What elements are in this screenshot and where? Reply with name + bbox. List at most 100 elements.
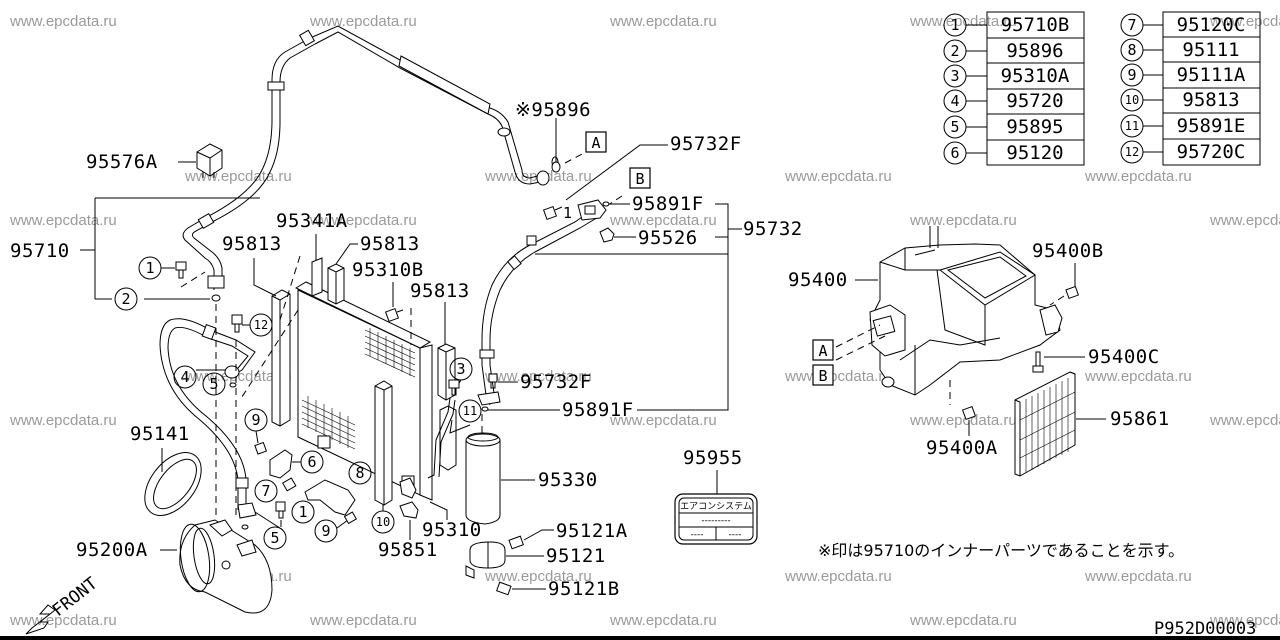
label-95341A: 95341A bbox=[276, 210, 348, 232]
cooling-unit-95400[interactable] bbox=[869, 226, 1063, 396]
legend-row[interactable]: 12 95720C bbox=[1120, 140, 1245, 164]
label-95330: 95330 bbox=[538, 469, 598, 491]
legend-row[interactable]: 1 95710B bbox=[943, 13, 1069, 37]
watermark: www.epcdata.ru bbox=[609, 612, 717, 629]
bolt-icon bbox=[343, 511, 358, 525]
legend-index: 3 bbox=[950, 67, 959, 85]
svg-text:B: B bbox=[635, 170, 644, 188]
legend-row[interactable]: 2 95896 bbox=[943, 39, 1064, 63]
legend-row[interactable]: 5 95895 bbox=[943, 115, 1064, 139]
seal-95341A[interactable] bbox=[311, 257, 323, 297]
label-95851: 95851 bbox=[378, 539, 438, 561]
callout-12[interactable]: 12 bbox=[242, 313, 273, 337]
legend-row[interactable]: 9 95111A bbox=[1120, 63, 1246, 87]
svg-text:B: B bbox=[818, 367, 827, 385]
callout-9-lower[interactable]: 9 bbox=[314, 519, 338, 543]
legend-part-number: 95310A bbox=[1001, 65, 1070, 87]
pipe-95732[interactable] bbox=[477, 199, 607, 406]
callout-7[interactable]: 7 bbox=[254, 479, 278, 503]
svg-text:9: 9 bbox=[321, 522, 330, 540]
watermark: www.epcdata.ru bbox=[909, 13, 1017, 30]
legend-part-number: 95896 bbox=[1006, 40, 1063, 62]
svg-text:7: 7 bbox=[261, 482, 270, 500]
front-arrow-icon bbox=[25, 604, 56, 635]
compressor-95200A[interactable] bbox=[176, 519, 273, 614]
o-ring-icon bbox=[481, 406, 489, 412]
legend-index: 2 bbox=[950, 42, 959, 60]
label-95310: 95310 bbox=[422, 519, 482, 541]
seal-95813-10[interactable] bbox=[374, 380, 393, 506]
callout-6[interactable]: 6 bbox=[292, 450, 324, 474]
seal-95813-top[interactable] bbox=[327, 263, 345, 305]
label-95310B: 95310B bbox=[352, 259, 424, 281]
callout-4[interactable]: 4 bbox=[173, 365, 226, 389]
legend-row[interactable]: 10 95813 bbox=[1120, 88, 1240, 112]
callout-8[interactable]: 8 bbox=[348, 461, 372, 485]
watermark: www.epcdata.ru bbox=[184, 368, 292, 385]
bracket-95851[interactable] bbox=[399, 501, 419, 519]
ac-system-label-sticker[interactable]: エアコンシステム --------- ---- ---- bbox=[674, 493, 758, 545]
discharge-hose[interactable] bbox=[159, 318, 257, 519]
callout-1[interactable]: 1 bbox=[138, 256, 175, 280]
bracket-95111[interactable] bbox=[304, 479, 356, 516]
belt-95141[interactable] bbox=[133, 442, 212, 526]
legend-index: 11 bbox=[1125, 119, 1139, 133]
bracket-95732: 95732 bbox=[535, 203, 802, 411]
callout-10[interactable]: 10 bbox=[371, 505, 395, 534]
watermark: www.epcdata.ru bbox=[609, 212, 717, 229]
bracket-95120[interactable] bbox=[269, 449, 293, 479]
label-95732F-mid: 95732F bbox=[520, 371, 592, 393]
legend-row[interactable]: 8 95111 bbox=[1120, 38, 1240, 62]
label-95891F-mid: 95891F bbox=[562, 399, 634, 421]
callout-11[interactable]: 11 bbox=[458, 399, 482, 423]
label-95955: 95955 bbox=[683, 447, 743, 469]
pressure-switch-95526[interactable] bbox=[599, 227, 615, 243]
receiver-drier-95330[interactable] bbox=[465, 432, 501, 525]
bolt-icon bbox=[542, 205, 563, 221]
svg-text:9: 9 bbox=[251, 411, 260, 429]
callout-1-lower[interactable]: 1 bbox=[291, 500, 315, 524]
ref-box-B-unit[interactable]: B bbox=[812, 364, 834, 386]
cabin-filter-95861[interactable] bbox=[1014, 371, 1076, 477]
legend-row[interactable]: 11 95891E bbox=[1120, 114, 1246, 138]
watermark: www.epcdata.ru bbox=[784, 568, 892, 585]
watermark: www.epcdata.ru bbox=[9, 412, 117, 429]
label-95121: 95121 bbox=[546, 545, 606, 567]
legend-index: 6 bbox=[950, 144, 959, 162]
legend-row[interactable]: 6 95120 bbox=[943, 141, 1064, 165]
legend-row[interactable]: 4 95720 bbox=[943, 89, 1064, 113]
legend-part-number: 95891E bbox=[1177, 115, 1246, 137]
bolt-icon bbox=[488, 373, 498, 389]
watermark: www.epcdata.ru bbox=[1084, 368, 1192, 385]
label-95813-right: 95813 bbox=[410, 280, 470, 302]
bracket-95310[interactable] bbox=[399, 477, 417, 499]
watermark: www.epcdata.ru bbox=[909, 612, 1017, 629]
legend-index: 8 bbox=[1127, 41, 1136, 59]
label-95121A: 95121A bbox=[556, 520, 628, 542]
watermark: www.epcdata.ru bbox=[309, 13, 417, 30]
callout-5-lower[interactable]: 5 bbox=[263, 526, 287, 550]
label-95400B: 95400B bbox=[1032, 240, 1104, 262]
callout-2[interactable]: 2 bbox=[114, 287, 210, 311]
sticker-title: エアコンシステム bbox=[680, 501, 752, 512]
legend-row[interactable]: 3 95310A bbox=[943, 64, 1070, 88]
legend-table: 1 95710B 2 95896 3 95310A 4 95720 5 bbox=[943, 11, 1261, 166]
legend-row[interactable]: 7 95120C bbox=[1120, 13, 1245, 37]
callout-9[interactable]: 9 bbox=[244, 408, 268, 432]
clamp-95121[interactable] bbox=[465, 541, 506, 579]
seal-95813-left[interactable] bbox=[271, 289, 291, 427]
legend-index: 7 bbox=[1127, 16, 1136, 34]
label-95400A: 95400A bbox=[926, 437, 998, 459]
relay-95576A[interactable] bbox=[196, 143, 223, 178]
ref-box-A-unit[interactable]: A bbox=[812, 339, 834, 361]
o-ring-icon bbox=[241, 524, 249, 530]
callout-5[interactable]: 5 bbox=[202, 372, 226, 396]
ref-box-B-top[interactable]: B bbox=[629, 167, 651, 189]
watermark: www.epcdata.ru bbox=[309, 612, 417, 629]
label-95732F-top: 95732F bbox=[670, 133, 742, 155]
ref-box-A-top[interactable]: A bbox=[585, 131, 607, 153]
svg-text:11: 11 bbox=[463, 404, 477, 418]
bolt-icon bbox=[508, 535, 524, 550]
bolt-icon bbox=[1065, 285, 1080, 300]
